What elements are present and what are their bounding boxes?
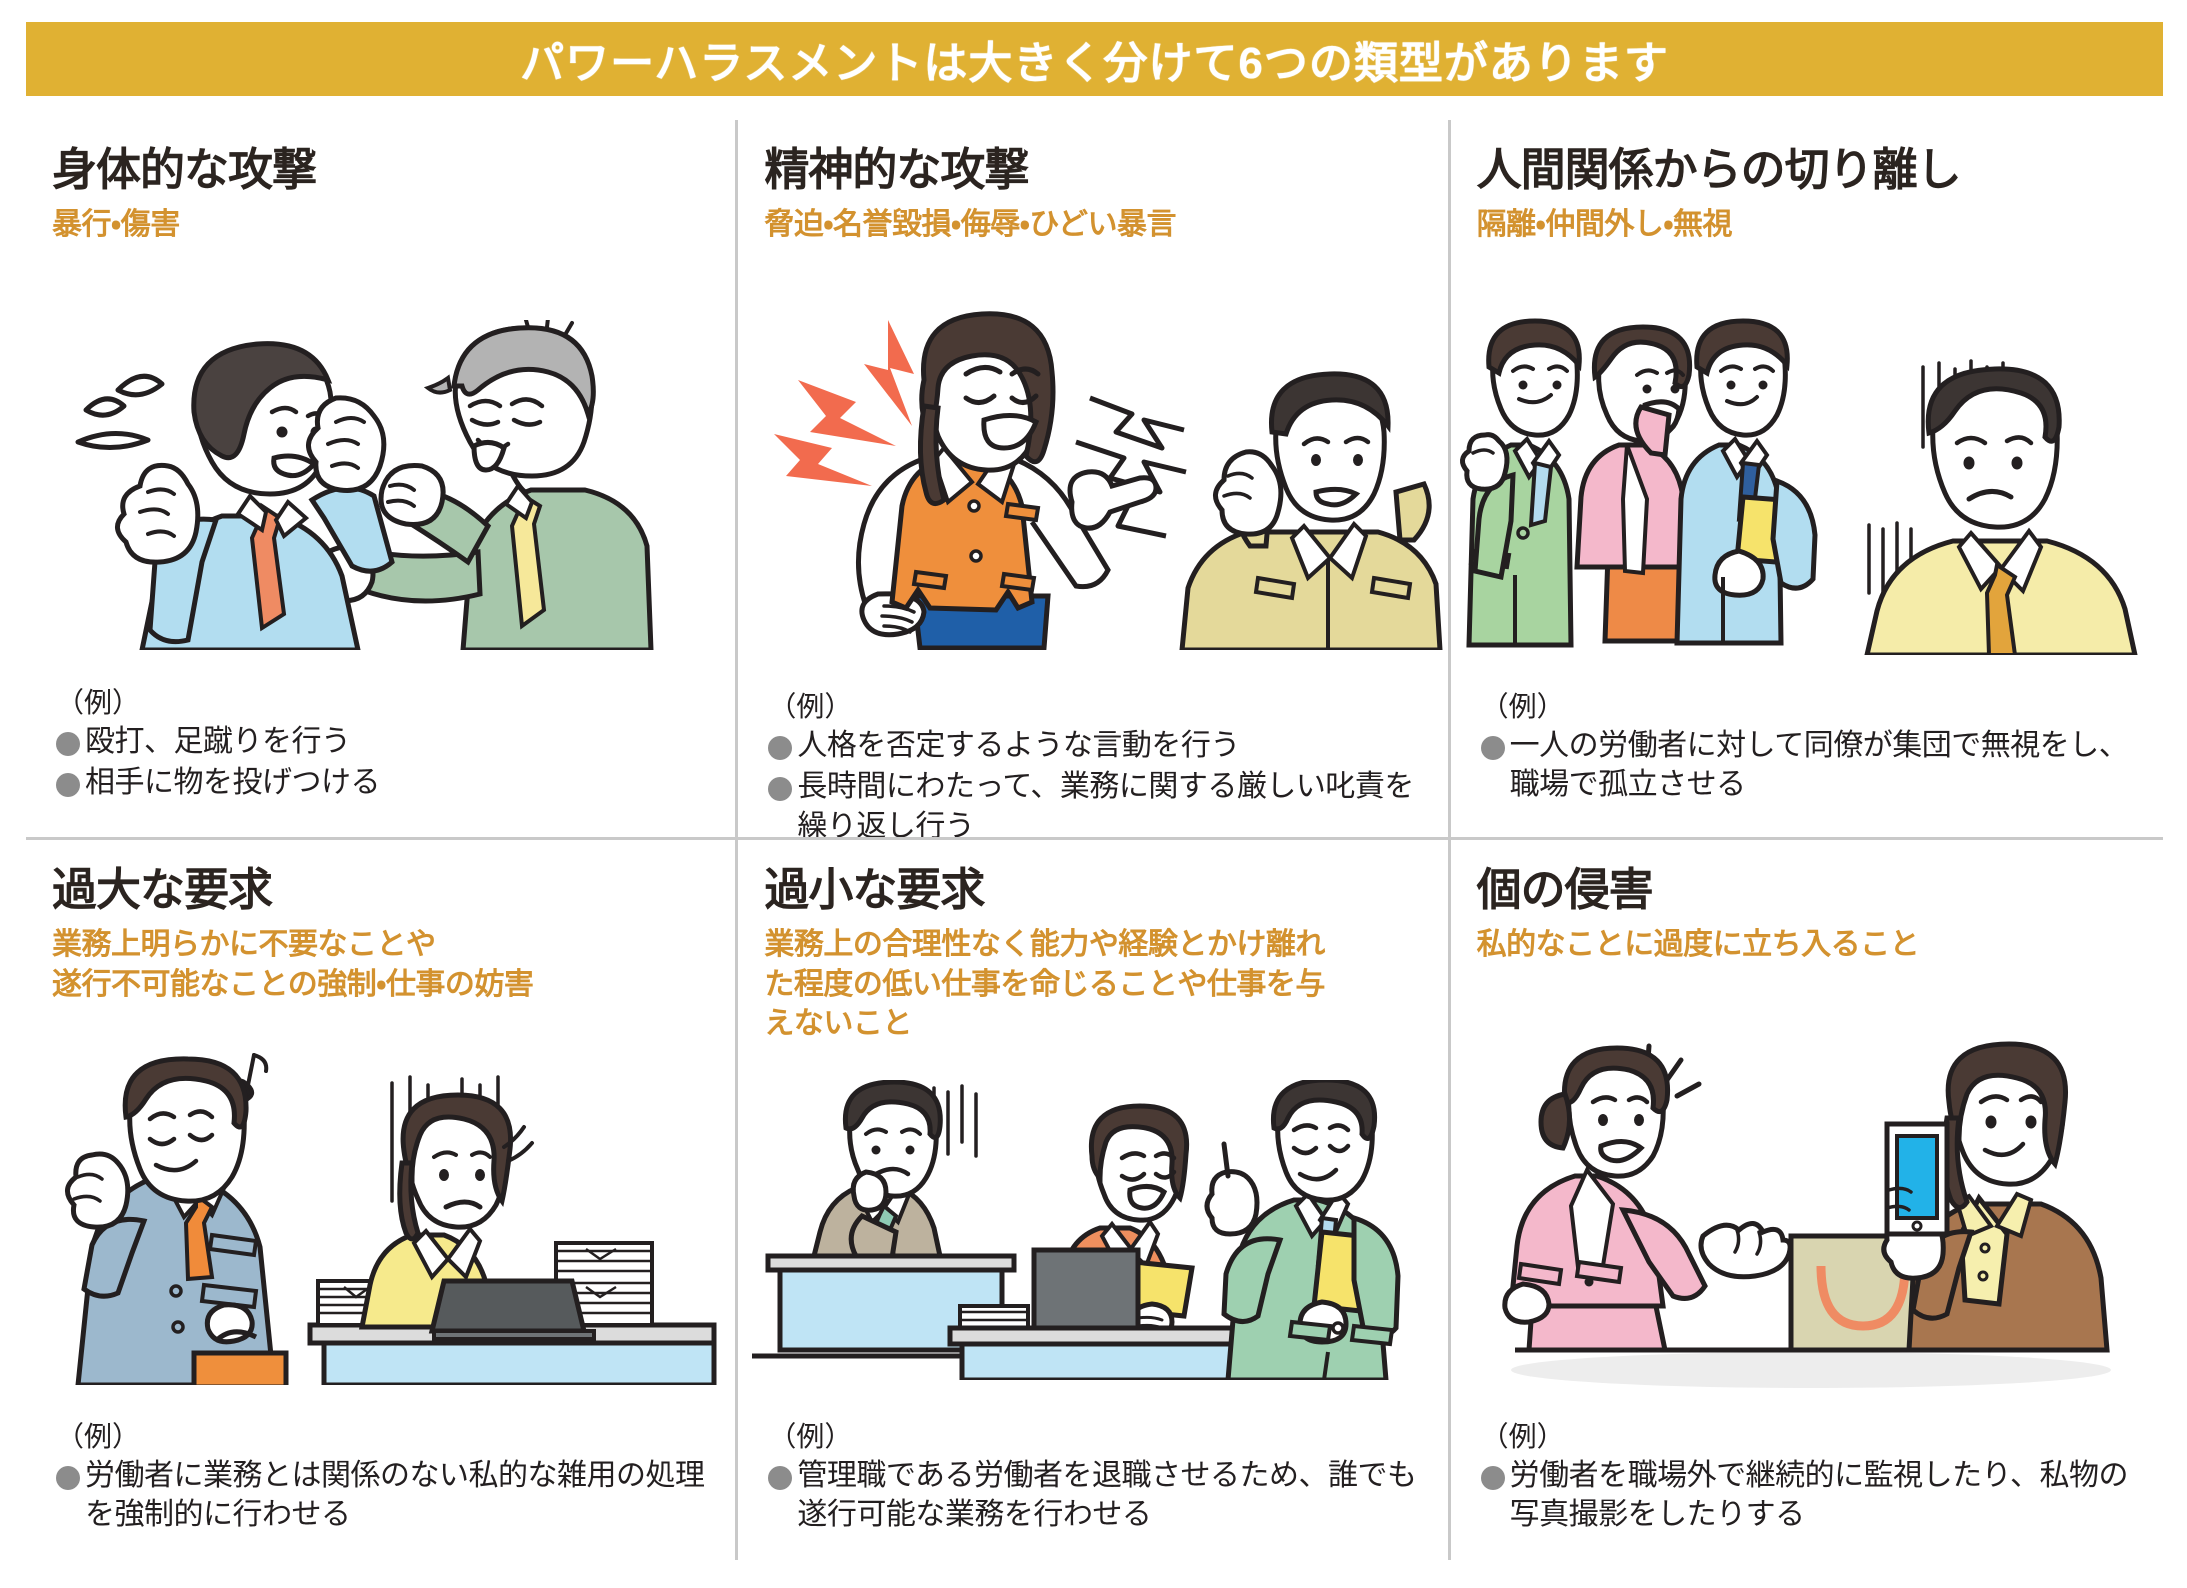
example-item: 相手に物を投げつける <box>56 763 721 803</box>
example-label: （例） <box>1480 1421 1565 1452</box>
illustration-excessive-demand <box>26 1035 735 1385</box>
illustration-privacy-invasion <box>1451 1040 2163 1390</box>
header-banner: パワーハラスメントは大きく分けて6つの類型があります <box>26 22 2163 96</box>
examples-mental-attack: （例） 人格を否定するような言動を行う 長時間にわたって、業務に関する厳しい叱責… <box>768 690 1433 840</box>
panel-title: 身体的な攻撃 <box>52 144 317 195</box>
panel-subtitle: 暴行・傷害 <box>52 208 180 242</box>
bullet-icon <box>56 1465 80 1490</box>
panel-subtitle-line: えないこと <box>764 1007 912 1041</box>
panel-title: 過小な要求 <box>764 864 985 915</box>
example-item: 長時間にわたって、業務に関する厳しい叱責を繰り返し行う <box>768 767 1433 840</box>
panel-isolation: 人間関係からの切り離し 隔離・仲間外し・無視 <box>1450 120 2163 840</box>
example-item: 人格を否定するような言動を行う <box>768 726 1433 766</box>
panel-excessive-demand: 過大な要求 業務上明らかに不要なことや 遂行不可能なことの強制・仕事の妨害 <box>26 840 739 1560</box>
illustration-physical-attack <box>26 320 735 650</box>
examples-physical-attack: （例） 殴打、足蹴りを行う 相手に物を投げつける <box>56 686 721 803</box>
bullet-icon <box>768 735 793 760</box>
example-text: 労働者を職場外で継続的に監視したり、私物の写真撮影をしたりする <box>1509 1458 2129 1532</box>
illustration-insufficient-demand <box>738 1080 1447 1380</box>
examples-isolation: （例） 一人の労働者に対して同僚が集団で無視をし、職場で孤立させる <box>1480 690 2149 805</box>
example-text: 労働者に業務とは関係のない私的な雑用の処理を強制的に行わせる <box>85 1458 705 1532</box>
example-label: （例） <box>768 1421 853 1452</box>
panel-subtitle: 業務上の合理性なく能力や経験とかけ離れ た程度の低い仕事を命じることや仕事を与 … <box>764 925 1425 1044</box>
panel-mental-attack: 精神的な攻撃 脅迫・名誉毀損・侮辱・ひどい暴言 <box>738 120 1451 840</box>
panel-title: 過大な要求 <box>52 864 273 915</box>
example-text: 長時間にわたって、業務に関する厳しい叱責を繰り返し行う <box>797 770 1414 840</box>
bullet-icon <box>1480 1465 1505 1490</box>
panel-title: 人間関係からの切り離し <box>1476 144 1962 195</box>
example-item: 労働者に業務とは関係のない私的な雑用の処理を強制的に行わせる <box>56 1456 721 1535</box>
panel-subtitle-line: 業務上の合理性なく能力や経験とかけ離れ <box>764 928 1325 962</box>
panel-title: 個の侵害 <box>1476 864 1654 915</box>
example-text: 管理職である労働者を退職させるため、誰でも遂行可能な業務を行わせる <box>797 1458 1417 1532</box>
panel-subtitle: 業務上明らかに不要なことや 遂行不可能なことの強制・仕事の妨害 <box>52 925 713 1004</box>
bullet-icon <box>56 773 80 798</box>
examples-insufficient-demand: （例） 管理職である労働者を退職させるため、誰でも遂行可能な業務を行わせる <box>768 1420 1433 1535</box>
example-item: 殴打、足蹴りを行う <box>56 722 721 762</box>
panel-insufficient-demand: 過小な要求 業務上の合理性なく能力や経験とかけ離れ た程度の低い仕事を命じること… <box>738 840 1451 1560</box>
panel-grid: 身体的な攻撃 暴行・傷害 <box>26 120 2163 1560</box>
panel-subtitle: 私的なことに過度に立ち入ること <box>1476 928 1920 962</box>
panel-privacy-invasion: 個の侵害 私的なことに過度に立ち入ること <box>1451 840 2163 1560</box>
example-text: 人格を否定するような言動を行う <box>797 728 1240 762</box>
panel-subtitle-line: 業務上明らかに不要なことや <box>52 928 436 962</box>
example-label: （例） <box>1480 691 1565 722</box>
bullet-icon <box>768 1465 793 1490</box>
examples-privacy-invasion: （例） 労働者を職場外で継続的に監視したり、私物の写真撮影をしたりする <box>1480 1420 2149 1535</box>
example-text: 殴打、足蹴りを行う <box>85 724 351 758</box>
panel-title: 精神的な攻撃 <box>764 144 1029 195</box>
page-title: パワーハラスメントは大きく分けて6つの類型があります <box>520 39 1669 88</box>
example-item: 管理職である労働者を退職させるため、誰でも遂行可能な業務を行わせる <box>768 1456 1433 1535</box>
example-item: 一人の労働者に対して同僚が集団で無視をし、職場で孤立させる <box>1480 726 2149 805</box>
illustration-mental-attack <box>738 310 1447 650</box>
bullet-icon <box>1480 735 1505 760</box>
panel-physical-attack: 身体的な攻撃 暴行・傷害 <box>26 120 739 840</box>
examples-excessive-demand: （例） 労働者に業務とは関係のない私的な雑用の処理を強制的に行わせる <box>56 1420 721 1535</box>
panel-subtitle: 隔離・仲間外し・無視 <box>1476 208 1733 242</box>
bullet-icon <box>768 777 793 802</box>
panel-subtitle-line: た程度の低い仕事を命じることや仕事を与 <box>764 967 1325 1001</box>
panel-subtitle-line: 遂行不可能なことの強制・仕事の妨害 <box>52 967 534 1001</box>
panel-subtitle: 脅迫・名誉毀損・侮辱・ひどい暴言 <box>764 208 1177 242</box>
example-label: （例） <box>56 1421 141 1452</box>
example-item: 労働者を職場外で継続的に監視したり、私物の写真撮影をしたりする <box>1480 1456 2149 1535</box>
bullet-icon <box>56 731 80 756</box>
example-label: （例） <box>56 687 141 718</box>
illustration-isolation <box>1451 315 2163 655</box>
example-label: （例） <box>768 691 853 722</box>
example-text: 相手に物を投げつける <box>85 766 381 800</box>
example-text: 一人の労働者に対して同僚が集団で無視をし、職場で孤立させる <box>1509 728 2129 802</box>
